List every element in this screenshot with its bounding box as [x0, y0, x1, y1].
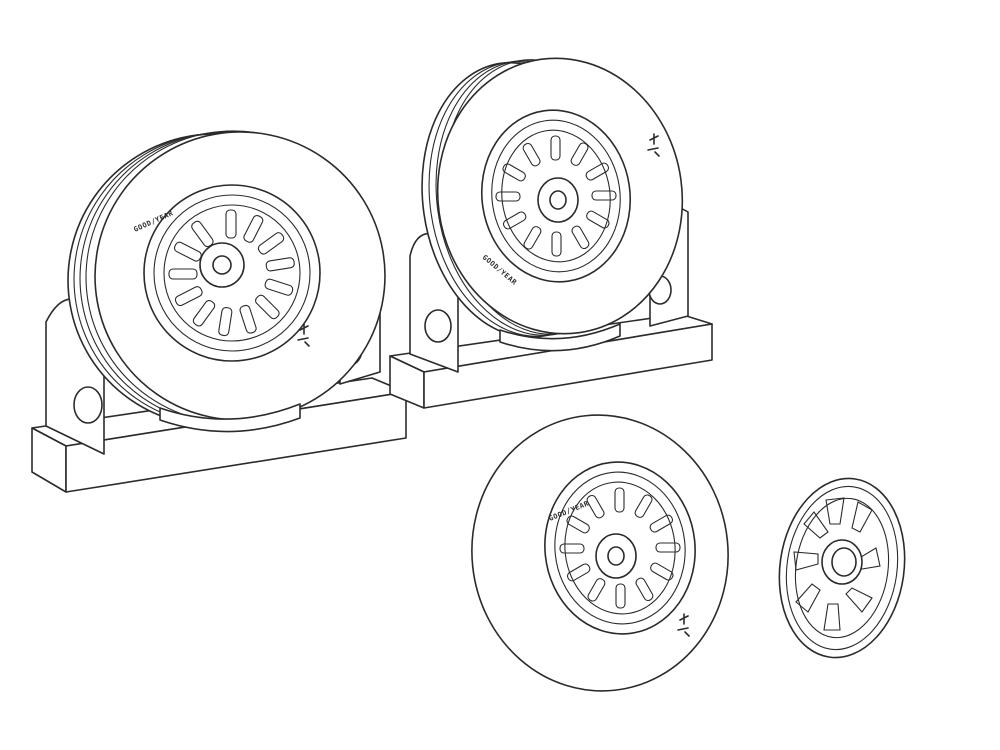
hubcap-openings — [793, 497, 881, 631]
wheel-loose: GOOD/YEAR — [471, 414, 729, 692]
wheel-right-maker-mark — [647, 133, 660, 157]
hubcap-insert — [778, 477, 906, 659]
wheel-right-spokes — [495, 135, 617, 257]
wheel-right: GOOD/YEAR — [421, 57, 684, 352]
wheel-left-maker-mark — [297, 323, 310, 347]
wheel-left: GOOD/YEAR — [67, 130, 386, 433]
wheel-loose-maker-mark — [677, 613, 690, 637]
wheel-loose-spokes — [559, 487, 681, 609]
wheel-left-spokes — [168, 209, 295, 337]
